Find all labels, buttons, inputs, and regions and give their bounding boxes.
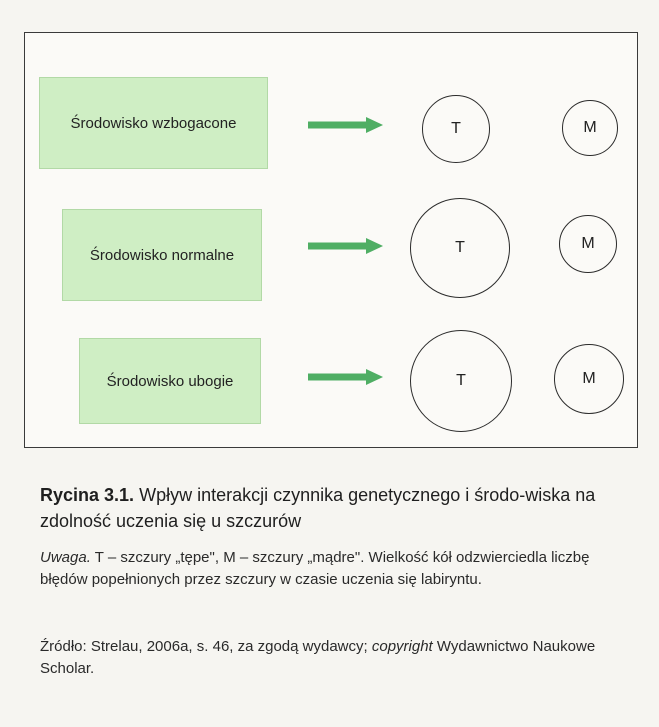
m-label: M: [583, 119, 597, 136]
m-label: M: [582, 370, 596, 387]
env-label-normal: Środowisko normalne: [89, 246, 235, 264]
circle-t-enriched: T: [422, 95, 490, 163]
env-box-enriched: Środowisko wzbogacone: [39, 77, 268, 169]
note-text: T – szczury „tępe", M – szczury „mądre".…: [40, 549, 590, 588]
figure-note: Uwaga. T – szczury „tępe", M – szczury „…: [40, 547, 640, 591]
env-label-enriched: Środowisko wzbogacone: [70, 114, 237, 132]
t-label: T: [455, 239, 465, 256]
t-label: T: [456, 372, 466, 389]
env-label-poor: Środowisko ubogie: [106, 372, 234, 390]
caption-text: Wpływ interakcji czynnika genetycznego i…: [40, 485, 596, 531]
source-copyright: copyright: [371, 638, 433, 655]
m-label: M: [581, 235, 595, 252]
env-box-normal: Środowisko normalne: [62, 209, 262, 301]
circle-m-poor: M: [554, 344, 624, 414]
figure-frame: Środowisko wzbogacone T M Środowisko nor…: [24, 32, 638, 448]
caption-label: Rycina 3.1.: [40, 485, 135, 505]
circle-m-enriched: M: [562, 100, 618, 156]
circle-t-normal: T: [410, 198, 510, 298]
source-prefix: Źródło: Strelau, 2006a, s. 46, za zgodą …: [40, 638, 372, 655]
arrow-icon: [308, 369, 383, 385]
note-label: Uwaga.: [40, 549, 91, 566]
t-label: T: [451, 120, 461, 137]
circle-t-poor: T: [410, 330, 512, 432]
arrow-icon: [308, 238, 383, 254]
arrow-icon: [308, 117, 383, 133]
circle-m-normal: M: [559, 215, 617, 273]
source-suffix: Wydawnictwo Naukowe Scholar.: [40, 638, 596, 677]
env-box-poor: Środowisko ubogie: [79, 338, 261, 424]
figure-caption: Rycina 3.1. Wpływ interakcji czynnika ge…: [40, 482, 640, 534]
figure-source: Źródło: Strelau, 2006a, s. 46, za zgodą …: [40, 636, 640, 680]
